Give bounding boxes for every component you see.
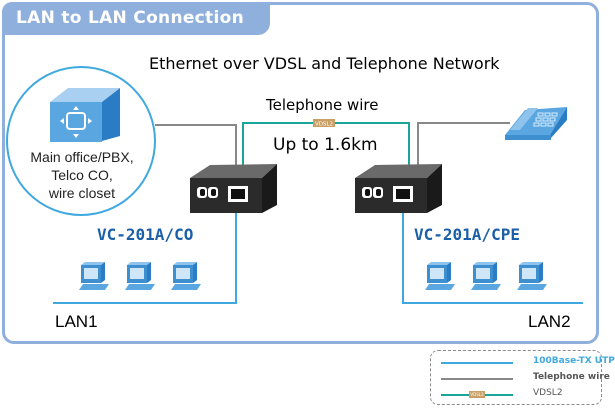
- pc-icon: [125, 262, 155, 290]
- diagram-title: LAN to LAN Connection: [16, 8, 244, 28]
- utp-right: [402, 208, 583, 304]
- distance-label: Up to 1.6km: [273, 135, 378, 155]
- legend-item-utp: 100Base-TX UTP: [441, 356, 615, 370]
- site-label-line: wire closet: [48, 185, 116, 201]
- site-label: Main office/PBX, Telco CO, wire closet: [10, 148, 154, 202]
- legend-swatch-utp: [441, 362, 513, 364]
- legend-swatch-telephone: [441, 378, 513, 380]
- legend-vdsl-tag: VDSL2: [469, 391, 485, 398]
- legend: 100Base-TX UTP Telephone wire VDSL2 VDSL…: [430, 350, 615, 405]
- lan1-label: LAN1: [55, 312, 98, 331]
- pc-icon: [471, 262, 501, 290]
- pbx-cube-icon: [50, 88, 120, 142]
- vc-201a-cpe-device: [355, 164, 442, 213]
- site-label-line: Main office/PBX,: [30, 149, 134, 165]
- telephone-wire-right: [417, 122, 510, 168]
- vdsl-tag-text: VDSL2: [315, 122, 333, 128]
- pc-icon: [79, 262, 109, 290]
- legend-label: Telephone wire: [533, 372, 610, 382]
- telephone-wire-left: [155, 124, 237, 168]
- vc-201a-co-device: [190, 164, 277, 213]
- legend-label: VDSL2: [533, 388, 563, 398]
- pc-icon: [425, 262, 455, 290]
- legend-item-telephone: Telephone wire: [441, 372, 610, 386]
- diagram-headline: Ethernet over VDSL and Telephone Network: [149, 54, 500, 73]
- legend-item-vdsl: VDSL2 VDSL2: [441, 388, 601, 402]
- telephone-wire-label: Telephone wire: [266, 96, 379, 114]
- telephone-icon: [505, 107, 567, 140]
- pc-icon: [517, 262, 547, 290]
- legend-label: 100Base-TX UTP: [533, 356, 615, 366]
- model-label-co: VC-201A/CO: [97, 225, 194, 244]
- pc-icon: [171, 262, 201, 290]
- title-tab: LAN to LAN Connection: [2, 2, 270, 35]
- vdsl-tag: [313, 119, 335, 127]
- model-label-cpe: VC-201A/CPE: [414, 225, 520, 244]
- utp-left: [53, 208, 237, 304]
- lan2-label: LAN2: [528, 312, 571, 331]
- site-label-line: Telco CO,: [51, 167, 113, 183]
